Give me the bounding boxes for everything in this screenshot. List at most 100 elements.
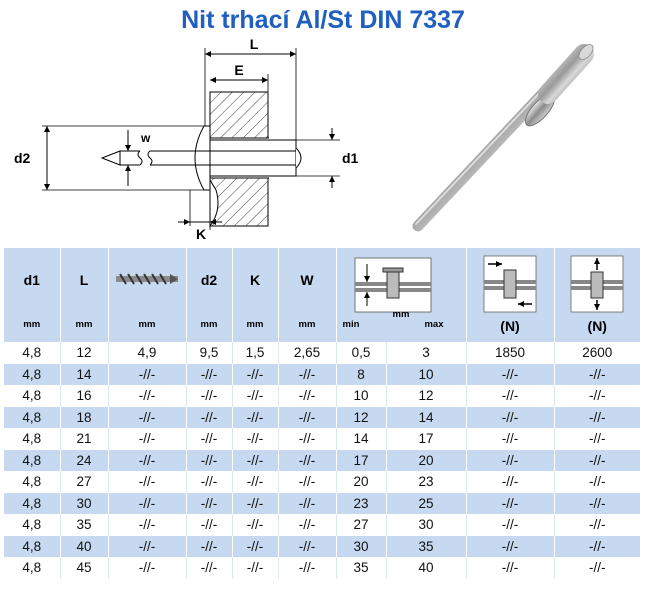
header-unit: mm (138, 319, 156, 330)
table-row: 4,8 16 -//- -//- -//- -//- 10 12 -//- -/… (4, 385, 640, 407)
cell-tensile: -//- (589, 474, 606, 490)
table-row: 4,8 18 -//- -//- -//- -//- 12 14 -//- -/… (4, 406, 640, 428)
cell-grip-min: 0,5 (336, 342, 387, 364)
cell-K: -//- (232, 557, 279, 579)
cell-tensile: -//- (554, 535, 640, 557)
header-max-label: max (424, 319, 444, 330)
header-unit: mm (200, 319, 218, 330)
header-label: L (79, 272, 89, 288)
cell-K: -//- (232, 492, 279, 514)
cell-shear: -//- (466, 428, 555, 450)
cell-K: -//- (232, 385, 279, 407)
table-row: 4,8 45 -//- -//- -//- -//- 35 40 -//- -/… (4, 557, 640, 579)
header-unit: mm (246, 319, 264, 330)
header-grip-range: mm min max (336, 248, 467, 342)
cell-L: 30 (60, 492, 109, 514)
cell-d2: -//- (186, 406, 233, 428)
cell-L: 27 (60, 471, 109, 493)
spec-table: d1 mm L mm mm d2 mm K mm (4, 248, 640, 579)
cell-d2: -//- (186, 535, 233, 557)
header-drill-diameter: mm (108, 248, 187, 342)
drill-bit-icon (116, 273, 178, 285)
cell-W: -//- (278, 363, 337, 385)
header-min-label: min (342, 319, 360, 330)
cell-shear: 1850 (466, 342, 555, 364)
cell-shear: -//- (466, 514, 555, 536)
cell-drill: -//- (108, 514, 187, 536)
label-L: L (250, 36, 259, 52)
label-E: E (234, 62, 243, 78)
cell-shear: -//- (466, 492, 555, 514)
cell-K: -//- (232, 449, 279, 471)
cell-W: -//- (278, 428, 337, 450)
header-label: d1 (23, 272, 40, 288)
cell-grip-min: 14 (336, 428, 387, 450)
cell-d1: 4,8 (4, 557, 61, 579)
cell-drill: -//- (108, 535, 187, 557)
grip-range-icon (354, 257, 432, 313)
cell-d1: 4,8 (4, 471, 61, 493)
cell-tensile: -//- (589, 560, 606, 576)
cell-L: 21 (60, 428, 109, 450)
cell-W: -//- (278, 471, 337, 493)
cell-L: 12 (60, 342, 109, 364)
cell-grip-min: 20 (336, 471, 387, 493)
header-unit: mm (392, 309, 410, 320)
cell-tensile: -//- (554, 406, 640, 428)
cell-tensile: -//- (589, 517, 606, 533)
cell-W: -//- (278, 514, 337, 536)
header-unit: mm (75, 319, 93, 330)
cell-grip-max: 30 (386, 514, 467, 536)
table-row: 4,8 35 -//- -//- -//- -//- 27 30 -//- -/… (4, 514, 640, 536)
cell-d1: 4,8 (4, 514, 61, 536)
cell-shear: -//- (466, 363, 555, 385)
cell-tensile: -//- (589, 431, 606, 447)
cell-K: -//- (232, 514, 279, 536)
cell-drill: -//- (108, 363, 187, 385)
cell-K: -//- (232, 535, 279, 557)
cell-grip-max: 3 (386, 342, 467, 364)
cell-L: 35 (60, 514, 109, 536)
cell-d2: -//- (186, 428, 233, 450)
cell-d2: -//- (186, 557, 233, 579)
header-tensile-force: (N) (554, 248, 640, 342)
cell-shear: -//- (466, 557, 555, 579)
cell-W: -//- (278, 557, 337, 579)
cell-grip-max: 12 (386, 385, 467, 407)
cell-drill: 4,9 (108, 342, 187, 364)
cell-tensile: -//- (554, 449, 640, 471)
label-d2: d2 (14, 150, 31, 166)
rivet-photo (412, 44, 594, 232)
header-L: L mm (60, 248, 109, 342)
cell-drill: -//- (108, 428, 187, 450)
page-title: Nit trhací Al/St DIN 7337 (181, 6, 465, 34)
shear-force-icon (483, 255, 537, 313)
header-d2: d2 mm (186, 248, 233, 342)
cell-drill: -//- (108, 406, 187, 428)
cell-shear: -//- (466, 385, 555, 407)
cell-drill: -//- (108, 449, 187, 471)
cell-grip-max: 10 (386, 363, 467, 385)
header-label: W (300, 272, 314, 288)
rivet-technical-drawing: L E w d2 d1 K (14, 36, 594, 242)
header-unit: (N) (500, 318, 520, 334)
table-row: 4,8 14 -//- -//- -//- -//- 8 10 -//- -//… (4, 363, 640, 385)
cell-d2: -//- (186, 385, 233, 407)
cell-L: 18 (60, 406, 109, 428)
cell-d2: -//- (186, 492, 233, 514)
header-unit: mm (298, 319, 316, 330)
cell-drill: -//- (108, 557, 187, 579)
cell-shear: -//- (466, 449, 555, 471)
cell-L: 24 (60, 449, 109, 471)
cell-shear: -//- (466, 471, 555, 493)
tensile-force-icon (570, 255, 624, 313)
cell-K: -//- (232, 428, 279, 450)
table-row: 4,8 40 -//- -//- -//- -//- 30 35 -//- -/… (4, 535, 640, 557)
cell-drill: -//- (108, 385, 187, 407)
cell-d2: -//- (186, 471, 233, 493)
cell-grip-min: 23 (336, 492, 387, 514)
cell-grip-max: 17 (386, 428, 467, 450)
table-row: 4,8 24 -//- -//- -//- -//- 17 20 -//- -/… (4, 449, 640, 471)
label-w: w (140, 131, 151, 145)
cell-tensile: -//- (554, 492, 640, 514)
